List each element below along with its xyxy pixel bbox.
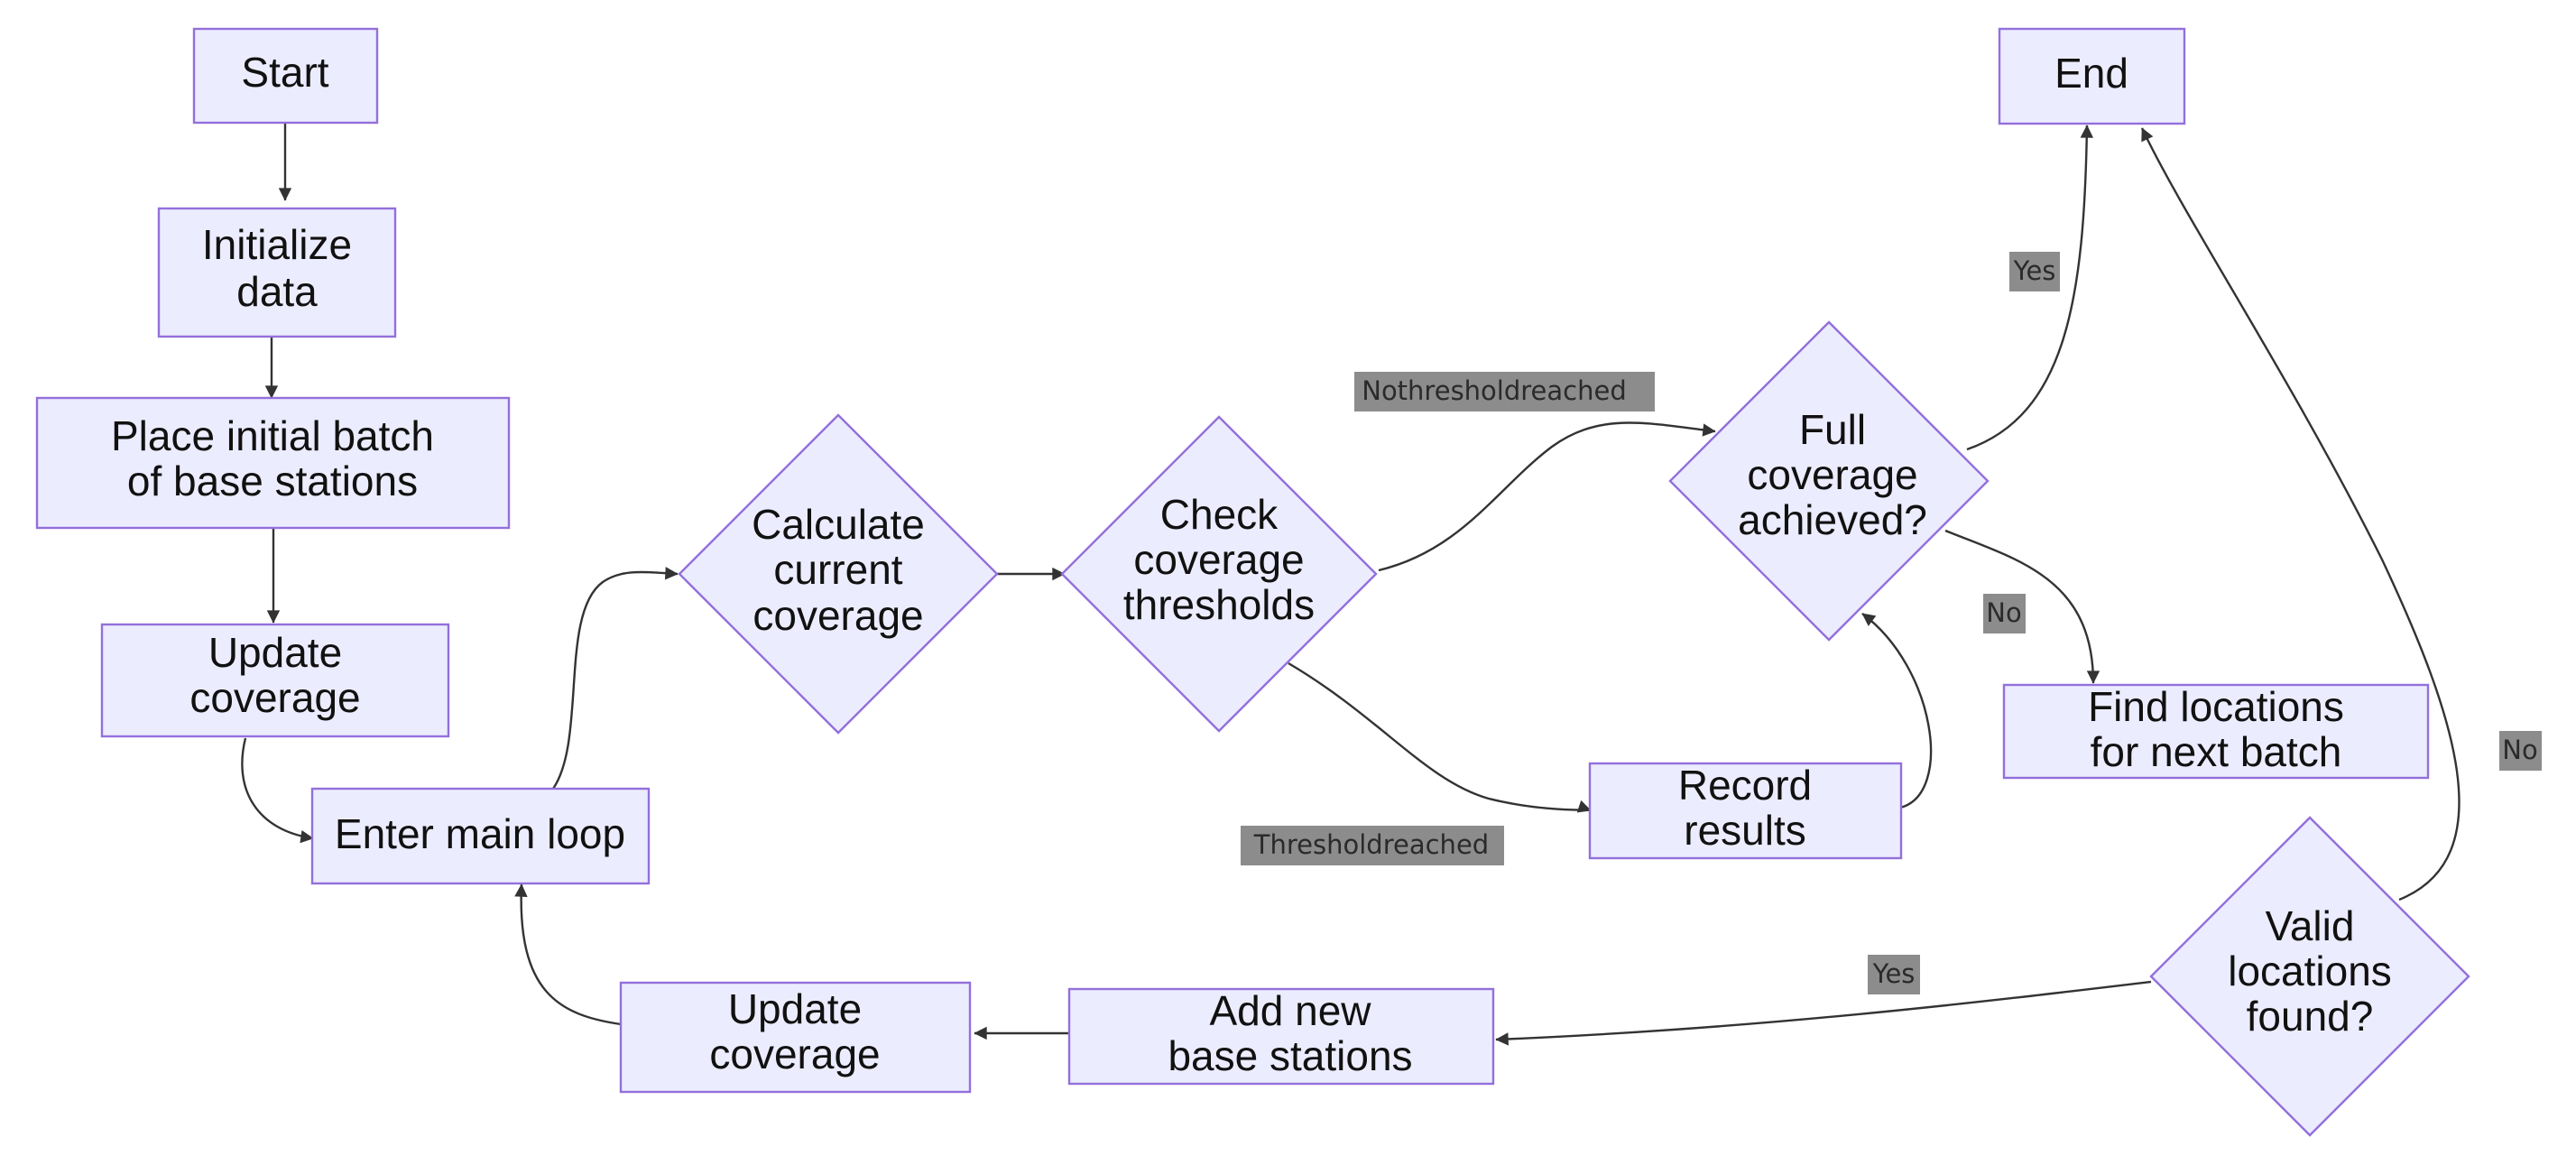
node-add-stations-line-2: base stations: [1168, 1032, 1412, 1079]
edge-label-valid-yes: Yes: [1868, 955, 1920, 994]
node-find-locations-line-2: for next batch: [2091, 728, 2342, 775]
node-update-coverage-initial-line-2: coverage: [189, 674, 360, 721]
edge-label-threshold-text: Thresholdreached: [1253, 829, 1489, 860]
node-place-initial-batch-line-1: Place initial batch: [111, 412, 434, 459]
nodes-layer: Start Initialize data Place initial batc…: [35, 27, 2470, 1137]
edge-label-no-threshold: Nothresholdreached: [1354, 372, 1655, 411]
edge-check-to-full: [1378, 421, 1716, 572]
node-check-line-3: thresholds: [1123, 581, 1315, 628]
node-place-initial-batch: Place initial batch of base stations: [35, 396, 511, 530]
node-valid-locations-found: Valid locations found?: [2149, 816, 2470, 1137]
node-enter-main-loop: Enter main loop: [310, 787, 651, 885]
edge-label-full-no-text: No: [1986, 597, 2021, 628]
edge-label-valid-no: No: [2499, 731, 2542, 771]
node-end: End: [1998, 27, 2186, 125]
node-update-coverage-loop: Update coverage: [619, 981, 972, 1094]
edge-update2-to-loop: [514, 883, 622, 1026]
edge-label-valid-yes-text: Yes: [1872, 958, 1916, 989]
node-valid-locations-line-2: locations: [2228, 948, 2392, 994]
node-find-locations-line-1: Find locations: [2088, 683, 2344, 730]
node-update-coverage-initial-line-1: Update: [208, 629, 342, 676]
node-full-coverage-achieved: Full coverage achieved?: [1668, 320, 1990, 642]
edge-valid-to-end: [2140, 127, 2461, 901]
edge-label-no-threshold-text: Nothresholdreached: [1362, 375, 1626, 406]
edge-label-valid-no-text: No: [2502, 735, 2537, 765]
node-check-line-2: coverage: [1133, 536, 1304, 583]
node-record-results: Record results: [1588, 762, 1903, 860]
node-start: Start: [192, 27, 379, 125]
node-calculate-line-2: current: [773, 546, 902, 593]
node-add-stations-line-1: Add new: [1209, 987, 1371, 1034]
node-calculate-line-3: coverage: [752, 592, 923, 639]
node-initialize-data-line-1: Initialize: [202, 221, 352, 268]
edges-layer: [241, 123, 2461, 1046]
node-initialize-data: Initialize data: [157, 207, 397, 338]
edge-label-full-yes: Yes: [2009, 252, 2060, 291]
node-initialize-data-line-2: data: [236, 268, 318, 315]
node-full-coverage-line-2: coverage: [1747, 451, 1917, 498]
edge-label-threshold: Thresholdreached: [1241, 826, 1504, 865]
node-full-coverage-line-1: Full: [1799, 406, 1866, 453]
node-calculate-current-coverage: Calculate current coverage: [678, 413, 999, 735]
node-enter-main-loop-label: Enter main loop: [335, 810, 625, 857]
node-valid-locations-line-1: Valid: [2266, 902, 2355, 949]
node-record-results-line-2: results: [1684, 807, 1805, 854]
node-valid-locations-line-3: found?: [2247, 993, 2374, 1040]
node-update-coverage-initial: Update coverage: [100, 623, 450, 738]
node-place-initial-batch-line-2: of base stations: [127, 458, 418, 504]
node-start-label: Start: [241, 49, 328, 96]
node-full-coverage-line-3: achieved?: [1738, 496, 1927, 543]
node-update-coverage-loop-line-2: coverage: [709, 1031, 880, 1077]
edge-label-full-no: No: [1983, 594, 2026, 633]
edge-label-full-yes-text: Yes: [2013, 255, 2056, 286]
edge-update-to-loop: [241, 737, 314, 844]
edge-full-to-find: [1944, 529, 2101, 684]
edge-full-to-end: [1966, 125, 2094, 451]
node-check-coverage-thresholds: Check coverage thresholds: [1060, 415, 1378, 733]
edge-check-to-record: [1288, 661, 1592, 813]
edge-record-to-full: [1861, 613, 1933, 809]
edge-valid-to-add: [1495, 980, 2152, 1046]
node-record-results-line-1: Record: [1678, 762, 1812, 809]
edge-loop-to-calc: [552, 567, 679, 790]
node-update-coverage-loop-line-1: Update: [728, 985, 862, 1032]
edge-labels-layer: Nothresholdreached Thresholdreached Yes …: [1241, 252, 2542, 994]
node-end-label: End: [2054, 50, 2128, 97]
node-add-new-base-stations: Add new base stations: [1067, 987, 1495, 1086]
node-find-locations: Find locations for next batch: [2002, 683, 2430, 780]
node-calculate-line-1: Calculate: [752, 501, 925, 548]
node-check-line-1: Check: [1160, 491, 1279, 538]
